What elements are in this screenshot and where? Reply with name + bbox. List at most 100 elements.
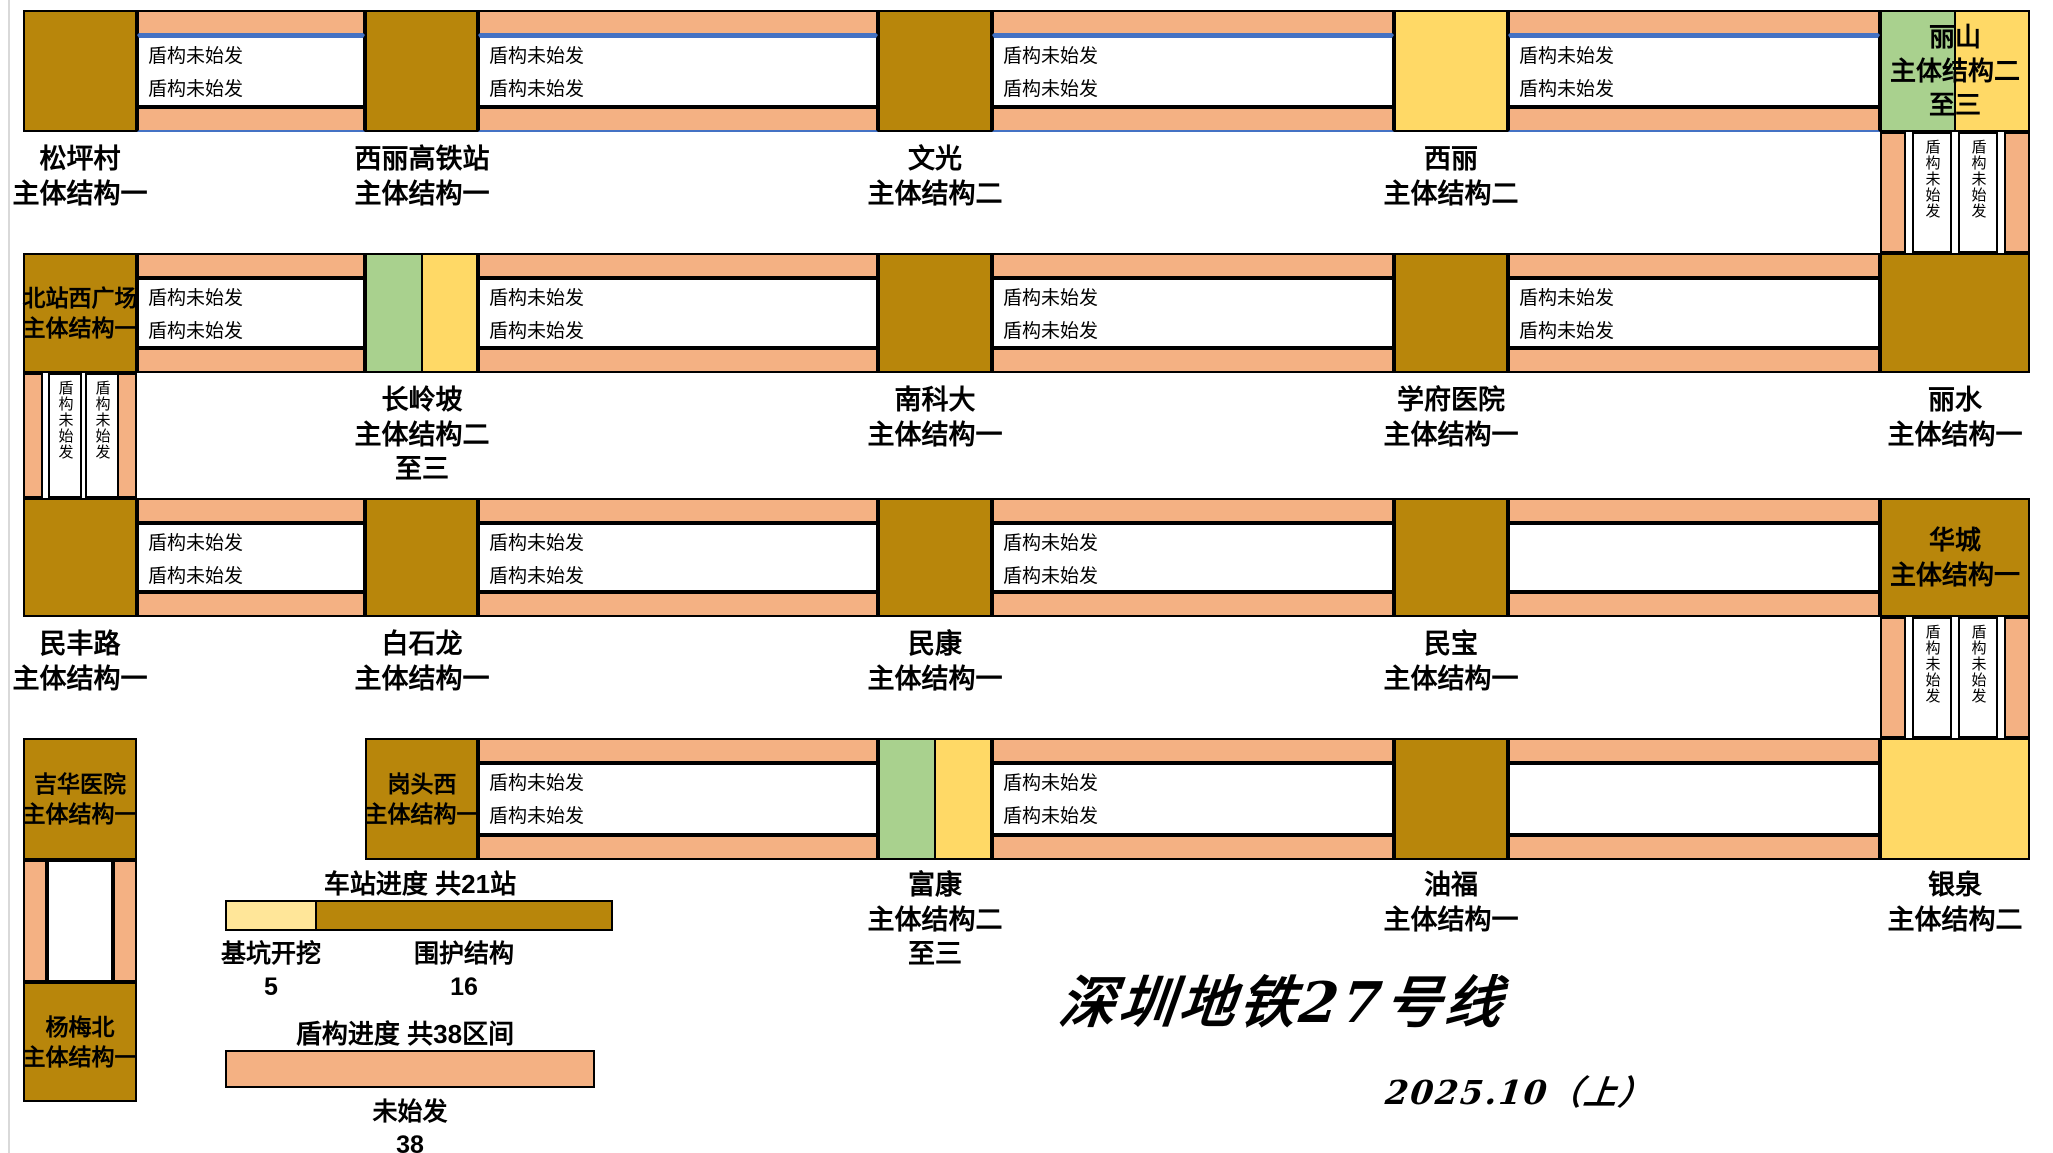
station-label-baishilong: 白石龙 主体结构一 (354, 629, 490, 694)
station-label-lishan: 丽山 主体结构二 至三 (1889, 21, 2020, 121)
shield-strip (992, 253, 1394, 278)
station-half-green (367, 255, 421, 371)
station-block-fukang (878, 738, 992, 860)
legend-not-launched-bar (225, 1050, 595, 1088)
station-block-lishui (1880, 253, 2030, 373)
station-block-nankeda (878, 253, 992, 373)
shield-status-text: 盾构未始发 (489, 46, 585, 67)
shield-strip (992, 10, 1394, 35)
tunnel-segment: 盾构未始发 盾构未始发 (992, 253, 1394, 373)
shield-strip (23, 373, 43, 498)
station-block-jihua-yiyuan (23, 738, 137, 860)
station-label-minkang: 民康 主体结构一 (867, 629, 1003, 694)
shield-status-text: 盾构未始发 (489, 773, 585, 794)
station-label-gangtouxi: 岗头西 主体结构一 (364, 770, 480, 827)
station-label-jihua-yiyuan: 吉华医院 主体结构一 (22, 770, 138, 827)
tunnel-segment: 盾构未始发 盾构未始发 (137, 253, 365, 373)
shield-status-box: 盾构未始发 盾构未始发 (478, 763, 878, 835)
shield-strip (117, 373, 137, 498)
shield-status-text: 盾构未始发 (1969, 624, 1987, 704)
station-block-xili (1394, 10, 1508, 132)
shield-strip (478, 738, 878, 763)
station-half-green (1882, 12, 1954, 130)
shield-status-box: 盾构未始发 盾构未始发 (137, 35, 365, 107)
shield-status-box: 盾构未始发 盾构未始发 (1508, 278, 1880, 348)
shield-status-text: 盾构未始发 (148, 566, 244, 587)
tunnel-segment: 盾构未始发 盾构未始发 (1508, 253, 1880, 373)
station-label-yinquan: 银泉 主体结构二 (1887, 870, 2023, 935)
shield-status-text: 盾构未始发 (489, 321, 585, 342)
shield-status-text: 盾构未始发 (1003, 288, 1099, 309)
station-block-huacheng (1880, 498, 2030, 617)
station-label-minbao: 民宝 主体结构一 (1383, 629, 1519, 694)
shield-strip (1508, 10, 1880, 35)
shield-status-box: 盾构未始发 盾构未始发 (478, 523, 878, 592)
tunnel-segment: 盾构未始发 盾构未始发 (137, 10, 365, 132)
legend-station-progress-title: 车站进度 共21站 (323, 869, 517, 899)
vertical-tunnel-connector: 盾构未始发 盾构未始发 (23, 373, 137, 498)
station-label-lishui: 丽水 主体结构一 (1887, 385, 2023, 450)
shield-strip (992, 107, 1394, 132)
shield-strip (113, 860, 137, 982)
shield-strip (137, 498, 365, 523)
shield-strip (478, 835, 878, 860)
shield-status-box (1508, 523, 1880, 592)
shield-status-box: 盾构未始发 盾构未始发 (992, 763, 1394, 835)
tunnel-segment: 盾构未始发 盾构未始发 (992, 10, 1394, 132)
station-half-yellow (420, 255, 476, 371)
station-label-songpingcun: 松坪村 主体结构一 (12, 144, 148, 209)
station-half-green (880, 740, 934, 858)
shield-status-box: 盾构未始发 (1958, 617, 1998, 738)
station-label-minfenglu: 民丰路 主体结构一 (12, 629, 148, 694)
shield-strip (1508, 107, 1880, 132)
shield-strip (478, 10, 878, 35)
legend-pit-excavation-count: 5 (264, 972, 278, 1001)
shield-status-text: 盾构未始发 (1923, 139, 1941, 219)
station-block-changlingpo (365, 253, 478, 373)
station-label-xili: 西丽 主体结构二 (1383, 144, 1519, 209)
station-block-songpingcun (23, 10, 137, 132)
shield-status-box: 盾构未始发 (48, 373, 82, 498)
shield-status-text: 盾构未始发 (1519, 46, 1615, 67)
station-block-yinquan (1880, 738, 2030, 860)
shield-status-text: 盾构未始发 (1519, 288, 1615, 309)
tunnel-segment-empty (1508, 738, 1880, 860)
station-block-minfenglu (23, 498, 137, 617)
tunnel-segment: 盾构未始发 盾构未始发 (478, 10, 878, 132)
tunnel-segment: 盾构未始发 盾构未始发 (1508, 10, 1880, 132)
legend-not-launched-count: 38 (396, 1130, 424, 1153)
tunnel-segment: 盾构未始发 盾构未始发 (992, 498, 1394, 617)
station-label-huacheng: 华城 主体结构一 (1889, 525, 2020, 590)
station-block-minbao (1394, 498, 1508, 617)
shield-strip (137, 10, 365, 35)
shield-status-text: 盾构未始发 (1923, 624, 1941, 704)
shield-strip (2004, 617, 2030, 738)
shield-strip (478, 498, 878, 523)
sheet-edge-line (8, 0, 10, 1153)
shield-strip (137, 348, 365, 373)
station-block-beizhan-xiguangchang (23, 253, 137, 373)
station-half-yellow (1954, 12, 2028, 130)
shield-strip (137, 107, 365, 132)
legend-shield-progress-title: 盾构进度 共38区间 (295, 1019, 515, 1049)
shield-status-box: 盾构未始发 盾构未始发 (478, 278, 878, 348)
station-label-xuefu-yiyuan: 学府医院 主体结构一 (1383, 385, 1519, 450)
legend-enclosure-count: 16 (450, 972, 478, 1001)
shield-status-text: 盾构未始发 (148, 46, 244, 67)
shield-strip (137, 253, 365, 278)
shield-status-text: 盾构未始发 (1003, 533, 1099, 554)
shield-status-text: 盾构未始发 (148, 79, 244, 100)
shield-strip (992, 348, 1394, 373)
legend-pit-excavation-bar (225, 900, 317, 931)
station-block-youfu (1394, 738, 1508, 860)
shield-status-text: 盾构未始发 (148, 533, 244, 554)
station-label-beizhan-xiguangchang: 北站西广场 主体结构一 (22, 284, 138, 341)
station-block-xili-gaotiezhan (365, 10, 478, 132)
shield-strip (1508, 738, 1880, 763)
legend-not-launched-label: 未始发 38 (310, 1096, 510, 1153)
shield-strip (478, 107, 878, 132)
shield-status-text: 盾构未始发 (1519, 79, 1615, 100)
shield-status-box: 盾构未始发 盾构未始发 (992, 278, 1394, 348)
vertical-tunnel-connector-empty (23, 860, 137, 982)
shield-strip (478, 348, 878, 373)
